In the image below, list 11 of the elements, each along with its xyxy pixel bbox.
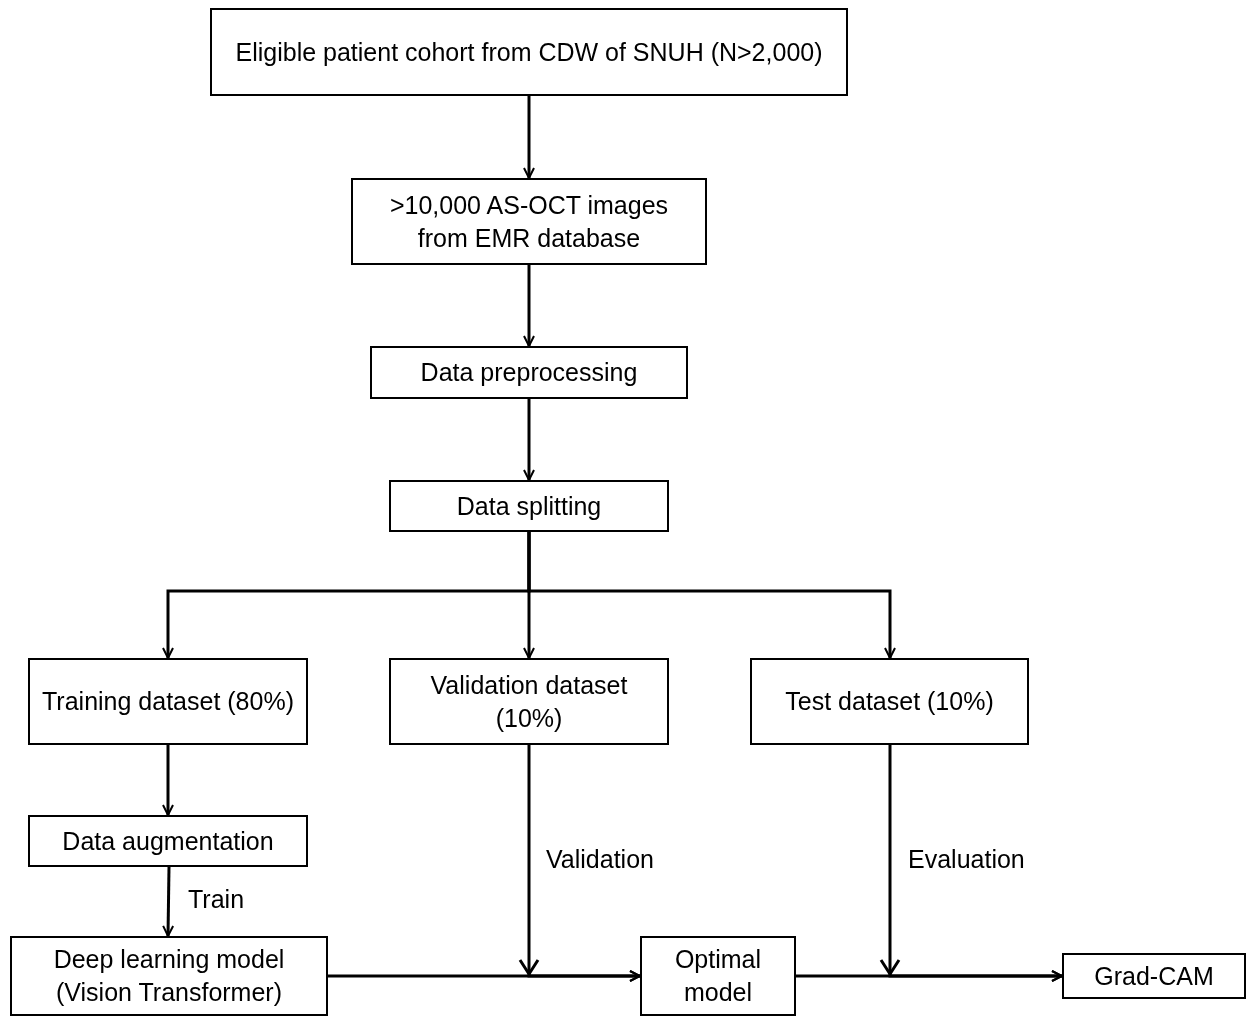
process-box: Eligible patient cohort from CDW of SNUH (N>2,000)	[210, 8, 848, 96]
process-box: Test dataset (10%)	[750, 658, 1029, 745]
process-box: Validation dataset (10%)	[389, 658, 669, 745]
process-box: Deep learning model (Vision Transformer)	[10, 936, 328, 1016]
process-box: >10,000 AS-OCT images from EMR database	[351, 178, 707, 265]
process-box: Data splitting	[389, 480, 669, 532]
process-box: Data augmentation	[28, 815, 308, 867]
process-box: Grad-CAM	[1062, 953, 1246, 999]
process-box: Data preprocessing	[370, 346, 688, 399]
process-box: Optimal model	[640, 936, 796, 1016]
process-box: Training dataset (80%)	[28, 658, 308, 745]
